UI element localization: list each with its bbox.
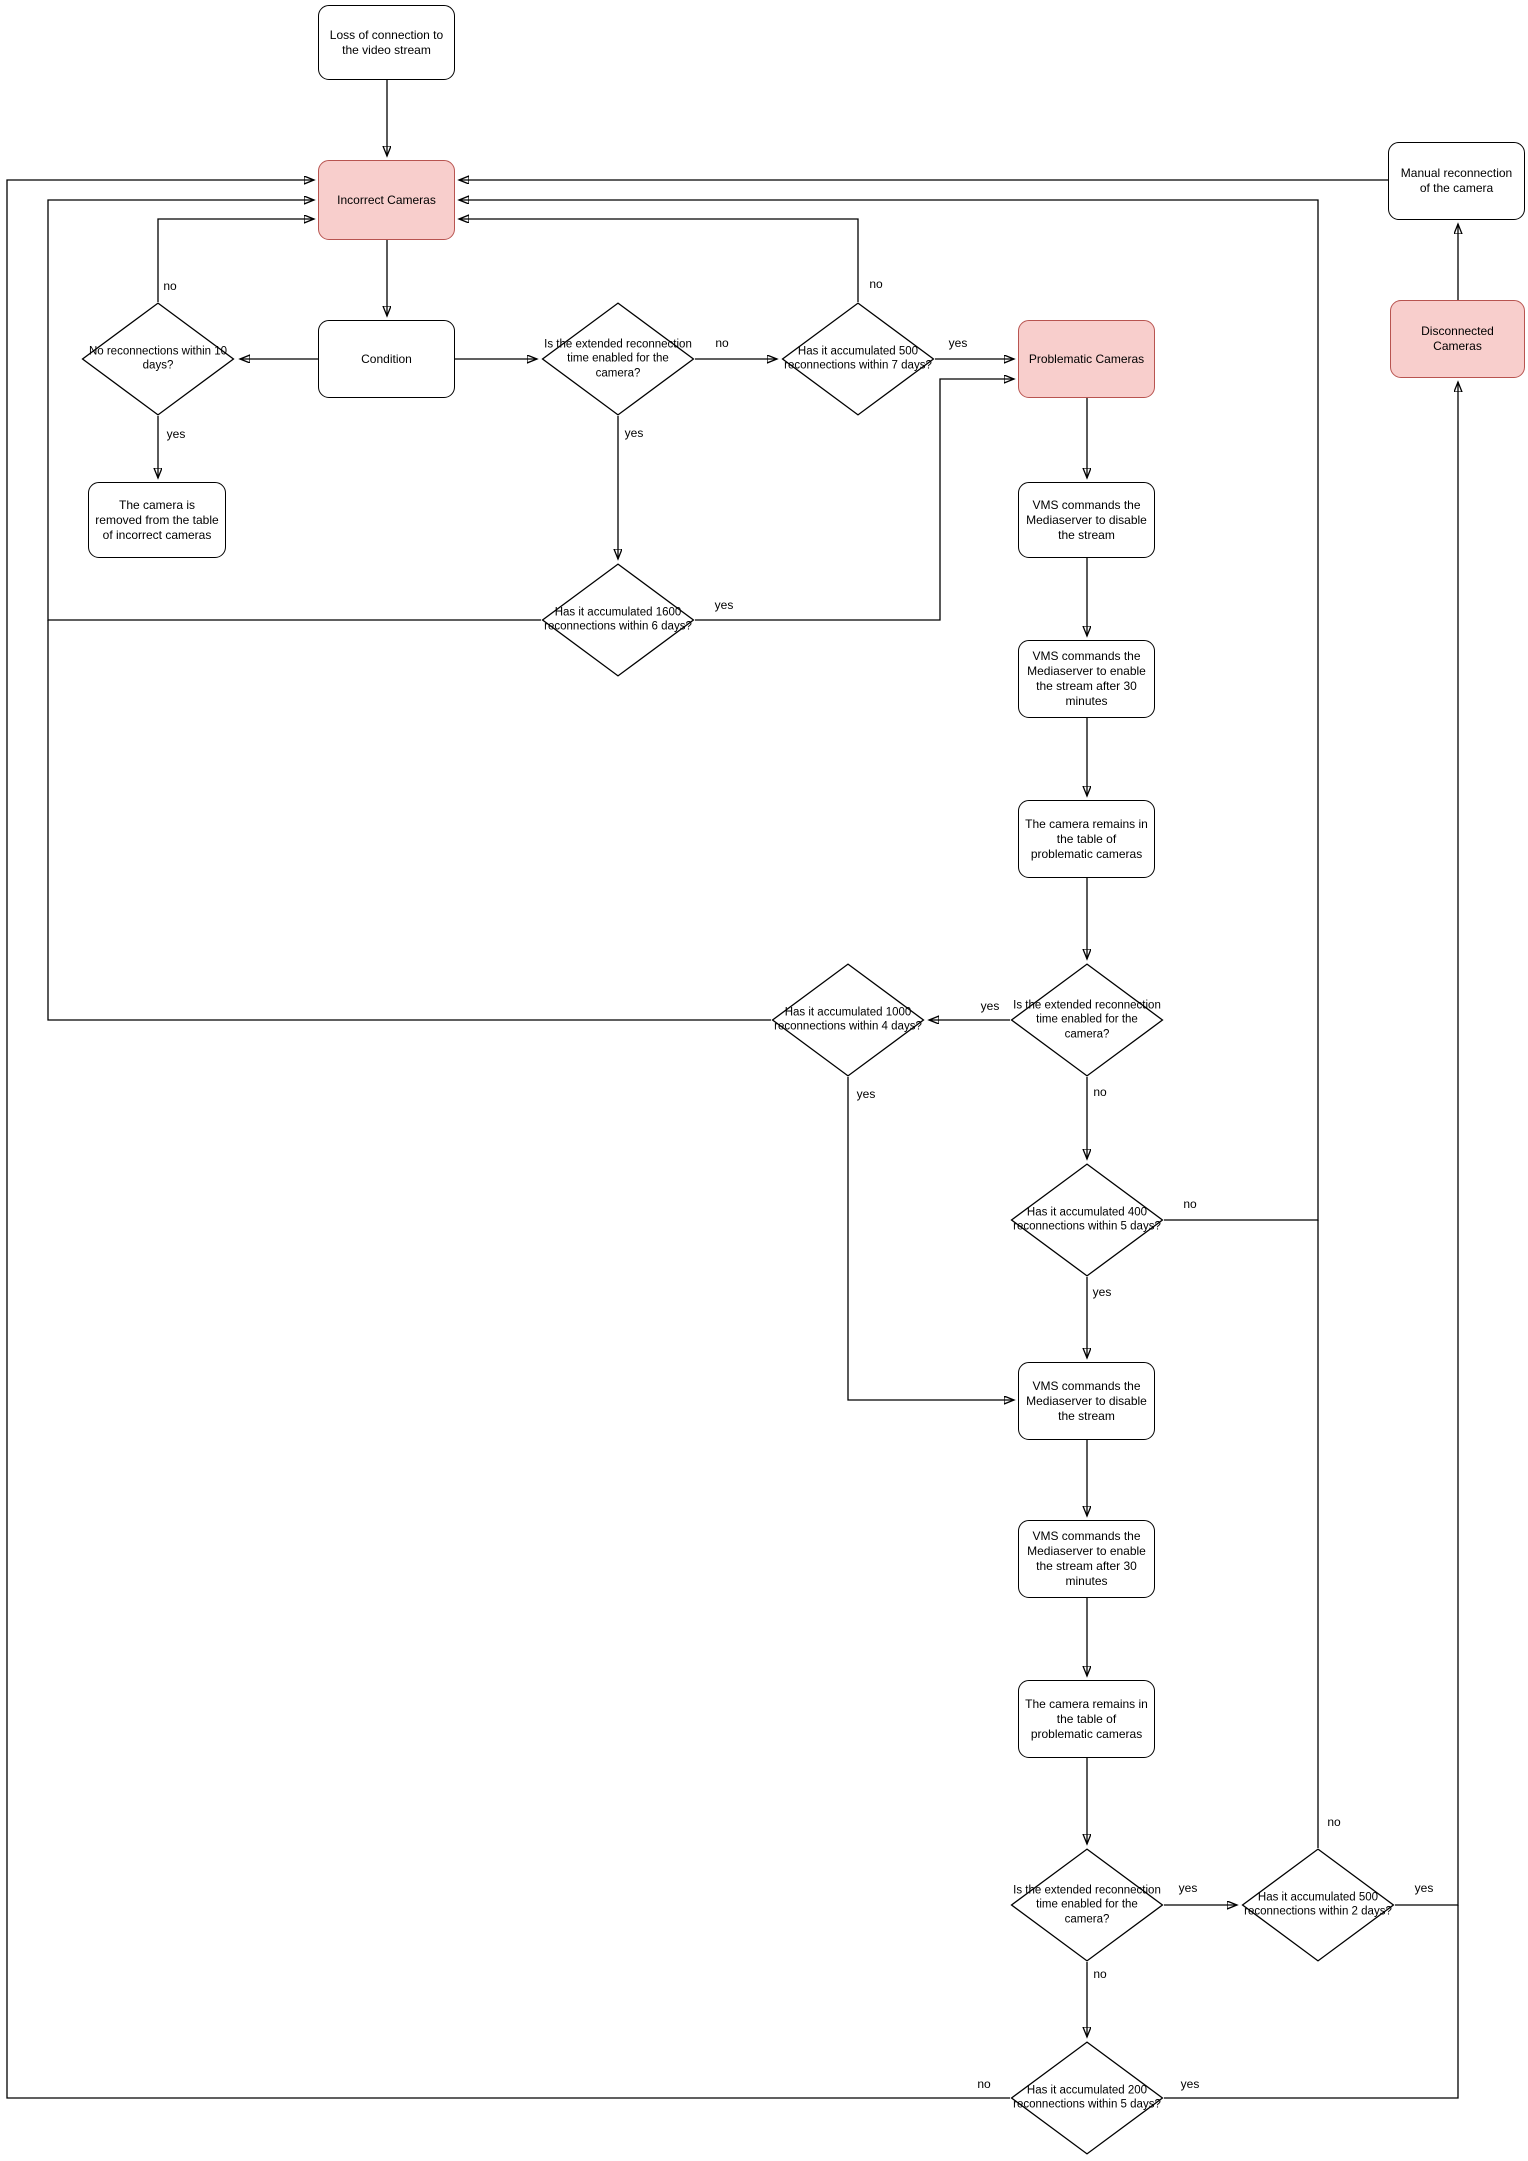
edge-label-ext3-yes: yes [1175,1880,1201,1896]
node-vms-enable-2[interactable]: VMS commands the Mediaserver to enable t… [1018,1520,1155,1598]
node-remains-1-label: The camera remains in the table of probl… [1025,816,1148,861]
edge-acc500-7d-no [459,219,859,302]
edge-acc1600-back [47,200,541,621]
diamond-shape [81,302,235,416]
diamond-shape [781,302,935,416]
node-extended-time-2[interactable]: Is the extended reconnection time enable… [1010,963,1164,1077]
diamond-shape [1010,2041,1164,2155]
edge-label-acc500-2d-yes: yes [1411,1880,1437,1896]
edge-acc200-yes [1164,1905,1459,2099]
node-acc-500-2-days-label: Has it accumulated 500 reconnections wit… [1244,1891,1392,1918]
diamond-shape [771,963,925,1077]
edge-label-ext1-no: no [712,335,732,351]
node-removed-from-table-label: The camera is removed from the table of … [95,497,219,542]
node-start[interactable]: Loss of connection to the video stream [318,5,455,80]
edge-label-acc200-yes: yes [1177,2076,1203,2092]
node-acc-1000-4-days-label: Has it accumulated 1000 reconnections wi… [774,1006,922,1033]
edge-label-ext1-yes: yes [621,425,647,441]
edge-label-acc500-7d-yes: yes [945,335,971,351]
node-incorrect-cameras[interactable]: Incorrect Cameras [318,160,455,240]
edge-label-acc200-no: no [974,2076,994,2092]
node-no-reconnections-10-days[interactable]: No reconnections within 10 days? [81,302,235,416]
node-vms-enable-1[interactable]: VMS commands the Mediaserver to enable t… [1018,640,1155,718]
edge-label-no-reconn-yes: yes [163,426,189,442]
node-problematic-cameras-label: Problematic Cameras [1028,351,1145,366]
node-extended-time-1[interactable]: Is the extended reconnection time enable… [541,302,695,416]
node-manual-reconnection[interactable]: Manual reconnection of the camera [1388,142,1525,220]
node-condition-label: Condition [361,351,412,366]
node-acc-1600-6-days[interactable]: Has it accumulated 1600 reconnections wi… [541,563,695,677]
diamond-shape [1010,963,1164,1077]
node-manual-reconnection-label: Manual reconnection of the camera [1400,166,1513,195]
node-vms-disable-2-label: VMS commands the Mediaserver to disable … [1026,1378,1147,1423]
node-condition[interactable]: Condition [318,320,455,398]
node-problematic-cameras[interactable]: Problematic Cameras [1018,320,1155,398]
node-vms-disable-2[interactable]: VMS commands the Mediaserver to disable … [1018,1362,1155,1440]
diamond-shape [541,302,695,416]
node-acc-400-5-days-label: Has it accumulated 400 reconnections wit… [1013,1206,1161,1233]
node-acc-200-5-days[interactable]: Has it accumulated 200 reconnections wit… [1010,2041,1164,2155]
edge-acc1000-yes [847,1077,1014,1400]
node-extended-time-3[interactable]: Is the extended reconnection time enable… [1010,1848,1164,1962]
node-acc-500-7-days[interactable]: Has it accumulated 500 reconnections wit… [781,302,935,416]
edge-label-acc400-no: no [1180,1196,1200,1212]
edge-label-ext3-no: no [1090,1966,1110,1982]
diamond-shape [1241,1848,1395,1962]
node-vms-enable-2-label: VMS commands the Mediaserver to enable t… [1027,1529,1146,1588]
node-extended-time-3-label: Is the extended reconnection time enable… [1013,1884,1161,1926]
node-disconnected-cameras[interactable]: Disconnected Cameras [1390,300,1525,378]
node-start-label: Loss of connection to the video stream [329,27,444,57]
edge-label-acc1600-yes: yes [711,597,737,613]
edge-no-reconn-no [157,219,314,302]
edge-label-acc1000-yes: yes [853,1086,879,1102]
node-acc-500-2-days[interactable]: Has it accumulated 500 reconnections wit… [1241,1848,1395,1962]
edge-label-ext2-no: no [1090,1084,1110,1100]
node-remains-2[interactable]: The camera remains in the table of probl… [1018,1680,1155,1758]
edge-label-acc500-2d-no: no [1324,1814,1344,1830]
node-no-reconnections-10-days-label: No reconnections within 10 days? [88,345,228,372]
node-remains-2-label: The camera remains in the table of probl… [1025,1696,1148,1741]
node-acc-200-5-days-label: Has it accumulated 200 reconnections wit… [1013,2084,1161,2111]
node-vms-disable-1[interactable]: VMS commands the Mediaserver to disable … [1018,482,1155,558]
edge-acc500-2d-yes [1395,382,1458,1906]
edge-label-acc500-7d-no: no [866,276,886,292]
node-extended-time-2-label: Is the extended reconnection time enable… [1013,999,1161,1041]
node-acc-1000-4-days[interactable]: Has it accumulated 1000 reconnections wi… [771,963,925,1077]
edge-acc400-no [459,200,1319,1221]
node-acc-500-7-days-label: Has it accumulated 500 reconnections wit… [784,345,932,372]
diamond-shape [1010,1848,1164,1962]
edge-acc200-no [6,180,1010,2099]
edge-label-acc400-yes: yes [1089,1284,1115,1300]
edge-acc1000-back [47,620,771,1021]
node-removed-from-table[interactable]: The camera is removed from the table of … [88,482,226,558]
node-acc-400-5-days[interactable]: Has it accumulated 400 reconnections wit… [1010,1163,1164,1277]
edge-label-ext2-yes: yes [977,998,1003,1014]
diamond-shape [541,563,695,677]
edge-acc1600-yes [695,379,1014,621]
node-acc-1600-6-days-label: Has it accumulated 1600 reconnections wi… [544,606,692,633]
node-vms-enable-1-label: VMS commands the Mediaserver to enable t… [1027,649,1146,708]
node-disconnected-cameras-label: Disconnected Cameras [1421,324,1494,353]
node-vms-disable-1-label: VMS commands the Mediaserver to disable … [1026,497,1147,542]
diamond-shape [1010,1163,1164,1277]
node-extended-time-1-label: Is the extended reconnection time enable… [544,338,692,380]
node-remains-1[interactable]: The camera remains in the table of probl… [1018,800,1155,878]
edge-label-no-reconn-no: no [160,278,180,294]
node-incorrect-cameras-label: Incorrect Cameras [337,192,436,207]
